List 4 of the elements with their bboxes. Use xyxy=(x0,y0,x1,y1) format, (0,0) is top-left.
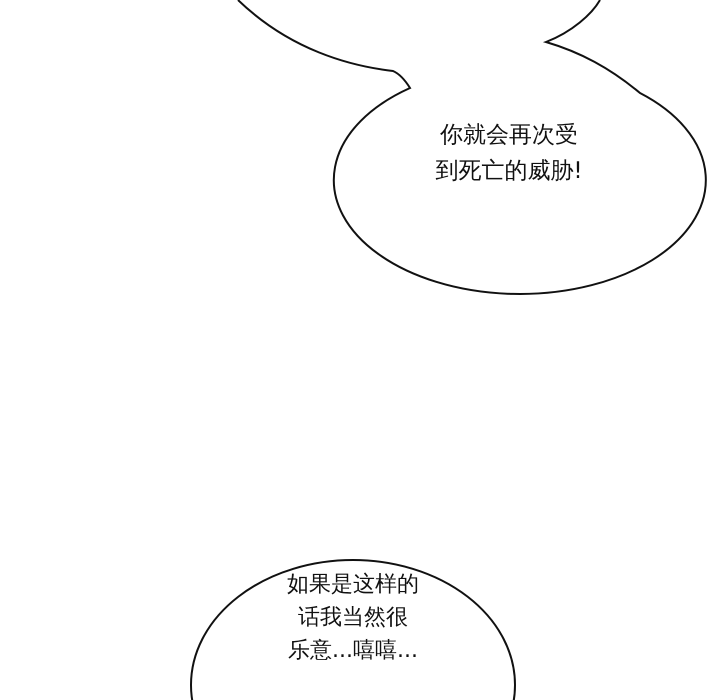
dialogue-text: 如果是这样的话我当然很乐意...嘻嘻... xyxy=(286,571,420,665)
speech-bubble xyxy=(237,0,707,295)
speech-bubble xyxy=(190,559,516,700)
dialogue-text: 你就会再次受到死亡的威胁! xyxy=(434,121,584,186)
